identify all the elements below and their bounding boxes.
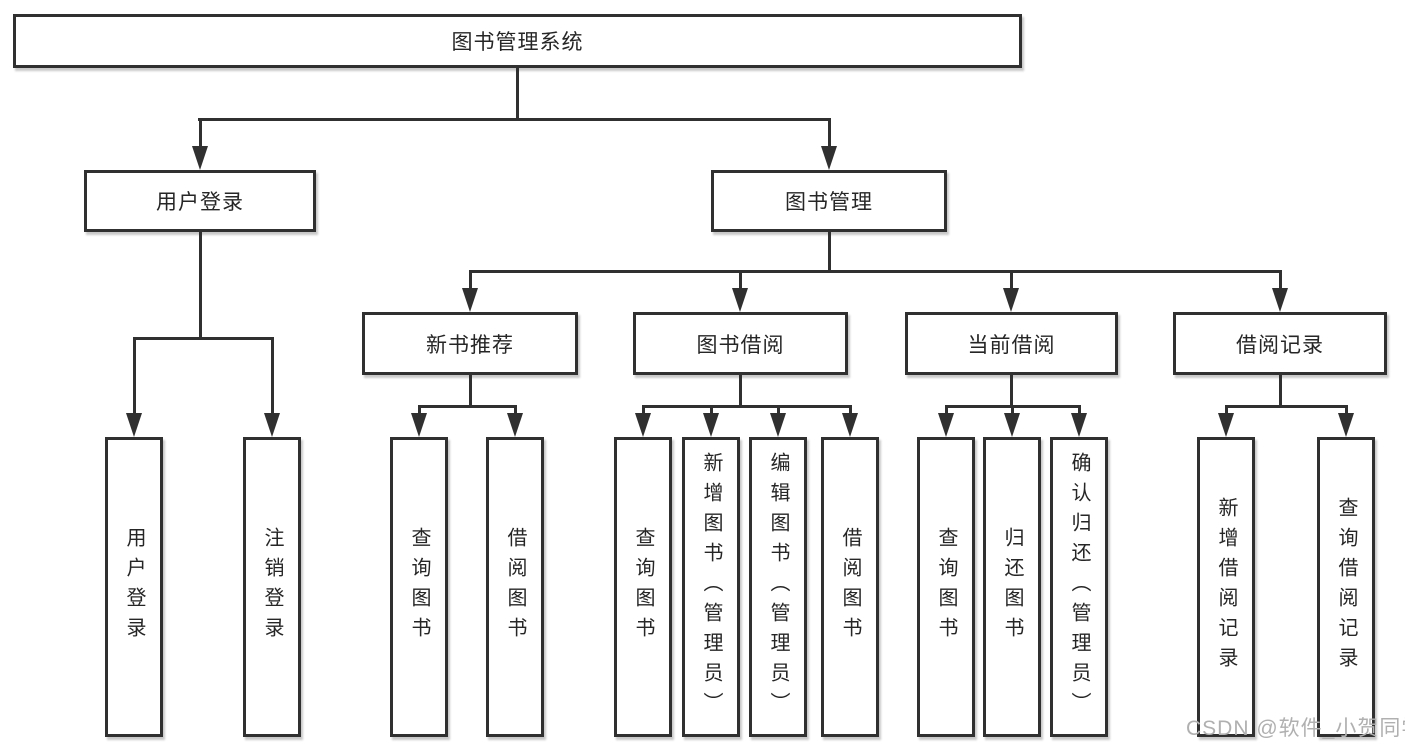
- connector-root-to-user-login: [199, 118, 202, 150]
- connector-book-management-bar: [469, 270, 1282, 273]
- node-new-book-recommend: 新书推荐: [362, 312, 578, 375]
- leaf-add-book-admin-label: 新增图书（管理员）: [700, 452, 722, 722]
- leaf-borrow-books-2: 借阅图书: [821, 437, 879, 737]
- arrow-to-leaf-add-borrow-record: [1218, 413, 1234, 437]
- connector-borrow-records-bar: [1225, 405, 1348, 408]
- watermark-text: CSDN @软件_小贺同学: [1186, 717, 1405, 740]
- leaf-query-books-2: 查询图书: [614, 437, 672, 737]
- leaf-logout: 注销登录: [243, 437, 301, 737]
- connector-to-leaf-logout: [271, 337, 274, 417]
- leaf-logout-label: 注销登录: [261, 527, 283, 647]
- connector-to-leaf-query-books-3: [945, 405, 948, 415]
- node-book-management: 图书管理: [711, 170, 947, 232]
- connector-to-leaf-query-books-1: [418, 405, 421, 415]
- arrow-to-borrow-records: [1272, 288, 1288, 312]
- arrow-to-leaf-confirm-return: [1071, 413, 1087, 437]
- leaf-borrow-books-2-label: 借阅图书: [839, 527, 861, 647]
- arrow-to-book-management: [821, 146, 837, 170]
- leaf-query-borrow-record-label: 查询借阅记录: [1335, 497, 1357, 677]
- connector-to-leaf-borrow-books-1: [514, 405, 517, 415]
- node-book-management-label: 图书管理: [785, 191, 873, 214]
- connector-new-book-recommend-bar: [418, 405, 517, 408]
- connector-book-borrow-bar: [642, 405, 851, 408]
- leaf-user-login-label: 用户登录: [123, 527, 145, 647]
- node-new-book-recommend-label: 新书推荐: [426, 333, 514, 357]
- connector-to-leaf-confirm-return: [1078, 405, 1081, 415]
- arrow-to-leaf-borrow-books-2: [842, 413, 858, 437]
- node-current-borrow: 当前借阅: [905, 312, 1118, 375]
- arrow-to-leaf-add-book: [703, 413, 719, 437]
- arrow-to-current-borrow: [1003, 288, 1019, 312]
- leaf-query-books-2-label: 查询图书: [632, 527, 654, 647]
- connector-current-borrow-trunk: [1010, 375, 1013, 407]
- arrow-to-leaf-query-books-2: [635, 413, 651, 437]
- leaf-edit-book-admin: 编辑图书（管理员）: [749, 437, 807, 737]
- arrow-to-leaf-user-login: [126, 413, 142, 437]
- leaf-borrow-books-1-label: 借阅图书: [504, 527, 526, 647]
- arrow-to-leaf-query-books-1: [411, 413, 427, 437]
- arrow-to-leaf-return-book: [1004, 413, 1020, 437]
- leaf-confirm-return-admin-label: 确认归还（管理员）: [1068, 452, 1090, 722]
- connector-to-book-borrow: [739, 270, 742, 292]
- arrow-to-new-book-recommend: [462, 288, 478, 312]
- node-current-borrow-label: 当前借阅: [967, 333, 1056, 357]
- connector-to-leaf-add-borrow-record: [1225, 405, 1228, 415]
- arrow-to-leaf-query-books-3: [938, 413, 954, 437]
- connector-to-leaf-query-borrow-record: [1345, 405, 1348, 415]
- connector-to-leaf-user-login: [133, 337, 136, 417]
- leaf-add-borrow-record-label: 新增借阅记录: [1215, 497, 1237, 677]
- node-user-login: 用户登录: [84, 170, 316, 232]
- leaf-confirm-return-admin: 确认归还（管理员）: [1050, 437, 1108, 737]
- node-borrow-records-label: 借阅记录: [1236, 333, 1324, 357]
- connector-to-borrow-records: [1279, 270, 1282, 292]
- connector-user-login-trunk: [199, 232, 202, 339]
- leaf-edit-book-admin-label: 编辑图书（管理员）: [767, 452, 789, 722]
- node-library-management-system-label: 图书管理系统: [451, 31, 584, 54]
- connector-book-borrow-trunk: [739, 375, 742, 407]
- arrow-to-leaf-edit-book: [770, 413, 786, 437]
- node-borrow-records: 借阅记录: [1173, 312, 1387, 375]
- leaf-add-borrow-record: 新增借阅记录: [1197, 437, 1255, 737]
- leaf-query-borrow-record: 查询借阅记录: [1317, 437, 1375, 737]
- connector-to-current-borrow: [1010, 270, 1013, 292]
- leaf-query-books-3: 查询图书: [917, 437, 975, 737]
- leaf-query-books-1: 查询图书: [390, 437, 448, 737]
- connector-to-leaf-query-books-2: [642, 405, 645, 415]
- leaf-query-books-3-label: 查询图书: [935, 527, 957, 647]
- connector-root-to-book-management: [828, 118, 831, 150]
- connector-to-leaf-borrow-books-2: [849, 405, 852, 415]
- connector-user-login-bar: [133, 337, 274, 340]
- node-book-borrow: 图书借阅: [633, 312, 848, 375]
- leaf-query-books-1-label: 查询图书: [408, 527, 430, 647]
- connector-to-leaf-add-book: [710, 405, 713, 415]
- connector-new-book-recommend-trunk: [469, 375, 472, 407]
- connector-to-leaf-edit-book: [777, 405, 780, 415]
- leaf-return-book: 归还图书: [983, 437, 1041, 737]
- arrow-to-leaf-logout: [264, 413, 280, 437]
- arrow-to-leaf-borrow-books-1: [507, 413, 523, 437]
- leaf-borrow-books-1: 借阅图书: [486, 437, 544, 737]
- arrow-to-book-borrow: [732, 288, 748, 312]
- arrow-to-leaf-query-borrow-record: [1338, 413, 1354, 437]
- leaf-add-book-admin: 新增图书（管理员）: [682, 437, 740, 737]
- connector-to-leaf-return-book: [1011, 405, 1014, 415]
- connector-borrow-records-trunk: [1279, 375, 1282, 407]
- connector-root-trunk: [516, 68, 519, 120]
- node-library-management-system: 图书管理系统: [13, 14, 1022, 68]
- node-book-borrow-label: 图书借阅: [696, 333, 785, 357]
- connector-root-bar: [198, 118, 831, 121]
- node-user-login-label: 用户登录: [156, 191, 244, 214]
- connector-to-new-book-recommend: [469, 270, 472, 292]
- arrow-to-user-login: [192, 146, 208, 170]
- connector-book-management-trunk: [828, 232, 831, 272]
- leaf-return-book-label: 归还图书: [1001, 527, 1023, 647]
- leaf-user-login: 用户登录: [105, 437, 163, 737]
